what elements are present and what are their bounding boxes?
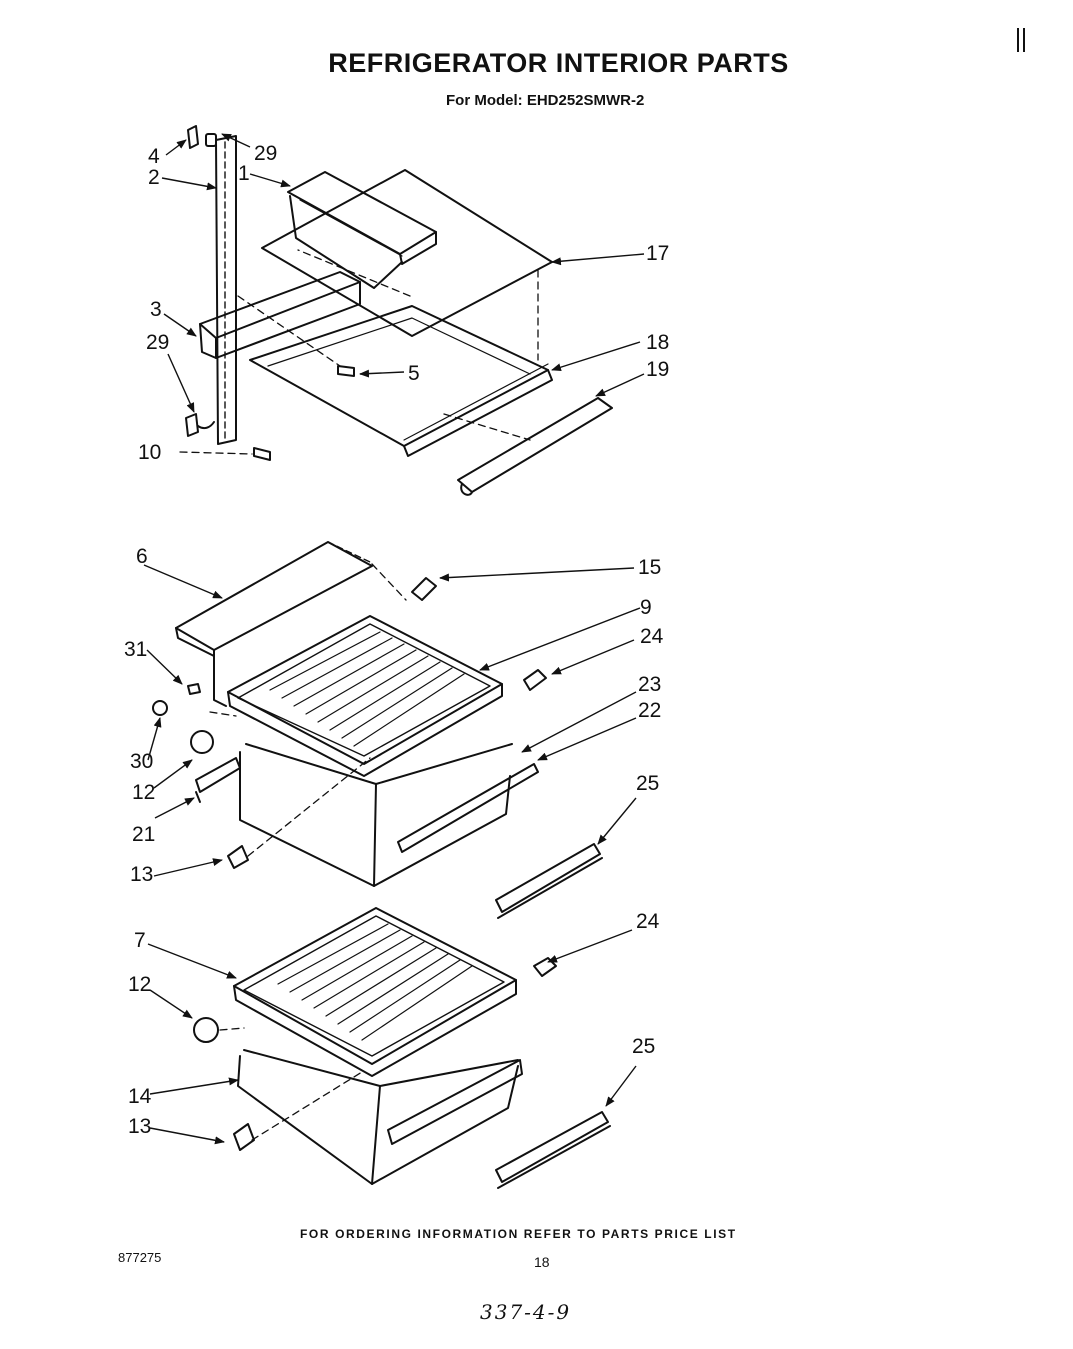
corner-mark [1017, 28, 1026, 52]
callout-15: 15 [638, 556, 661, 579]
page-number: 18 [534, 1254, 550, 1270]
vertical-rail [215, 135, 237, 445]
crisper-drawer-upper [239, 743, 513, 887]
ordering-note: FOR ORDERING INFORMATION REFER TO PARTS … [300, 1227, 737, 1241]
callout-25-b: 25 [632, 1035, 655, 1058]
callout-13-b: 13 [128, 1115, 151, 1138]
callout-3: 3 [150, 298, 162, 321]
callout-24-b: 24 [636, 910, 660, 933]
rail-cap-29 [205, 133, 217, 147]
callout-22: 22 [638, 699, 661, 722]
top-alignment-lines [179, 249, 539, 455]
callout-2: 2 [148, 166, 160, 189]
side-rail-25-lower [495, 1111, 611, 1189]
callout-29-mid: 29 [146, 331, 169, 354]
callout-6: 6 [136, 545, 148, 568]
callout-21: 21 [132, 823, 155, 846]
callout-18: 18 [646, 331, 669, 354]
document-number: 877275 [118, 1250, 162, 1265]
crisper-cover-frame-6 [175, 541, 373, 707]
callout-5: 5 [408, 362, 420, 385]
side-rail-25-upper [495, 843, 603, 919]
callout-25-a: 25 [636, 772, 659, 795]
callout-1: 1 [238, 162, 250, 185]
callout-19: 19 [646, 358, 669, 381]
callout-17: 17 [646, 242, 669, 265]
page-title: REFRIGERATOR INTERIOR PARTS [0, 48, 1073, 79]
callout-13-a: 13 [130, 863, 153, 886]
rail-clip-29 [185, 413, 215, 437]
parts-small-middle [152, 577, 547, 869]
callout-29-top: 29 [254, 142, 277, 165]
callout-30: 30 [130, 750, 153, 773]
callout-12-b: 12 [128, 973, 151, 996]
handwritten-note: 337-4-9 [480, 1300, 572, 1324]
parts-small-lower [193, 957, 557, 1151]
drawer-rail-21 [195, 757, 241, 803]
drawer-rail-22 [397, 763, 539, 853]
title-text: REFRIGERATOR INTERIOR PARTS [328, 48, 789, 78]
cover-glass-7 [233, 907, 517, 1077]
middle-alignment-lines [209, 563, 407, 857]
shelf-frame-18 [249, 305, 553, 457]
crisper-bin-1 [287, 171, 437, 289]
model-subtitle: For Model: EHD252SMWR-2 [446, 92, 645, 109]
callout-24-a: 24 [640, 625, 664, 648]
callout-4: 4 [148, 145, 160, 168]
cover-glass-9 [227, 615, 503, 777]
crisper-drawer-14 [237, 1049, 523, 1185]
cantilever-bracket-3 [199, 271, 361, 359]
callout-23: 23 [638, 673, 661, 696]
callout-7: 7 [134, 929, 146, 952]
callout-12-a: 12 [132, 781, 155, 804]
leader-lines [143, 133, 645, 1145]
callout-31: 31 [124, 638, 147, 661]
glass-ribs-lower [277, 923, 473, 1041]
screw-10 [253, 447, 271, 461]
callout-labels: 4 29 2 1 17 3 29 18 19 5 10 6 15 9 24 31… [124, 142, 669, 1138]
callout-14: 14 [128, 1085, 152, 1108]
rail-clip-4 [187, 125, 199, 149]
callout-9: 9 [640, 596, 652, 619]
glass-ribs-upper [269, 631, 465, 747]
lower-alignment-lines [219, 1027, 363, 1141]
trim-strip-19 [457, 397, 613, 496]
screw-5 [337, 365, 355, 377]
callout-10: 10 [138, 441, 161, 464]
